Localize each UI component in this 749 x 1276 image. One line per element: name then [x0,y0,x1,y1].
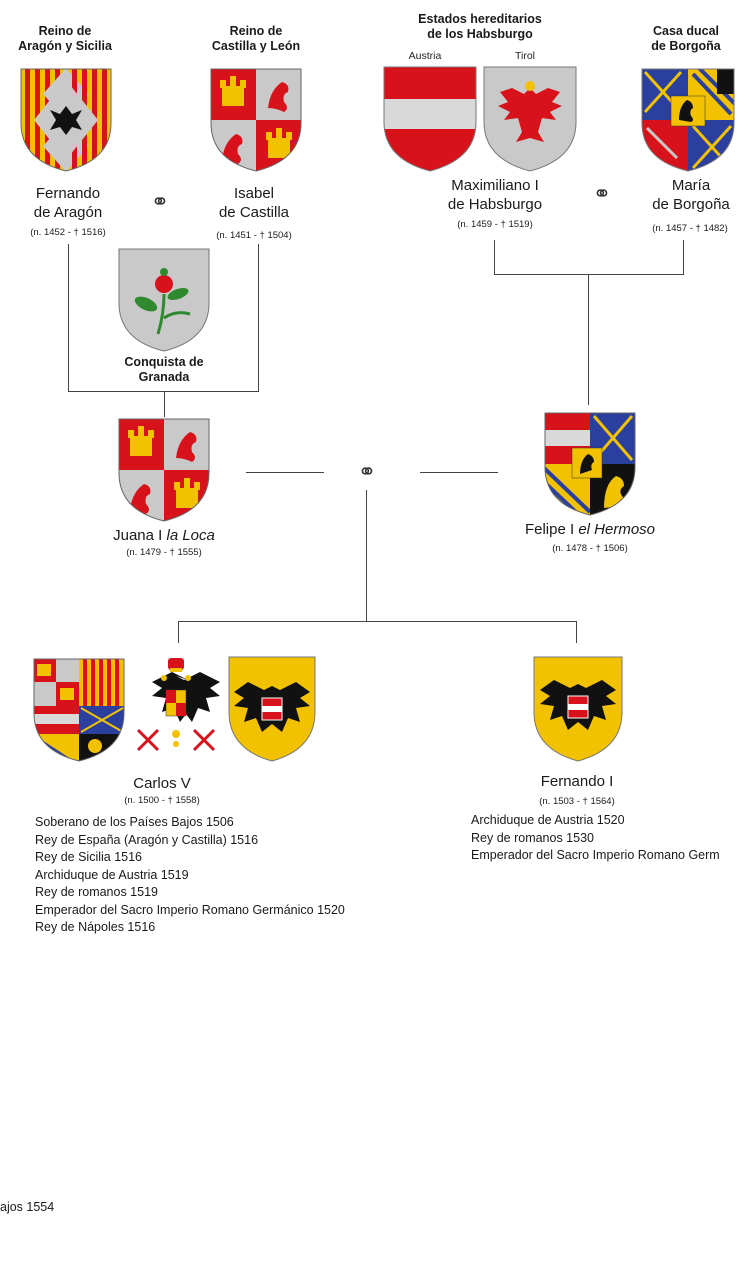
fernando-i-name: Fernando I [540,773,614,790]
line-to-fernando-i [576,621,577,643]
felipe-epithet: el Hermoso [578,521,656,538]
line-to-carlos [178,621,179,643]
marriage-symbol-habsburg-burgundy: ⚭ [592,181,612,206]
maria-borgona-dates: (n. 1457 - † 1482) [652,223,728,234]
isabel-castilla-name: Isabel de Castilla [218,185,290,221]
carlos-title: Rey de Sicilia 1516 [35,850,143,864]
line-children-join [178,621,576,622]
maximiliano-dates: (n. 1459 - † 1519) [457,219,533,230]
carlos-spain-shield [33,658,125,762]
maximiliano-name: Maximiliano I de Habsburgo [447,177,543,213]
isabel-castilla-dates: (n. 1451 - † 1504) [216,230,292,241]
aragon-sicily-shield [20,68,112,172]
carlos-empire-shield [228,656,316,762]
carlos-title: Emperador del Sacro Imperio Romano Germá… [35,902,345,917]
austria-shield [383,66,477,172]
line-felipe-marriage [420,472,498,473]
line-maximiliano-down [494,240,495,275]
line-maria-down [683,240,684,275]
fernando-i-title: Emperador del Sacro Imperio Romano Germ [471,848,720,862]
line-fernando-down [68,244,69,392]
carlos-name: Carlos V [133,775,191,792]
kingdom-aragon-sicilia-label: Reino de Aragón y Sicilia [18,24,112,53]
carlos-dates: (n. 1500 - † 1558) [124,795,200,806]
fernando-i-empire-shield [533,656,623,762]
felipe-dates: (n. 1478 - † 1506) [552,543,628,554]
juana-name: Juana I la Loca [94,526,234,545]
fernando-aragon-dates: (n. 1452 - † 1516) [30,227,106,238]
line-isabel-down [258,244,259,392]
burgundy-house-label: Casa ducal de Borgoña [651,24,721,53]
carlos-imperial-eagle [136,658,220,752]
felipe-shield [544,412,636,516]
felipe-name: Felipe I el Hermoso [505,520,675,539]
line-to-felipe [588,274,589,405]
kingdom-castilla-leon-label: Reino de Castilla y León [211,24,301,53]
marriage-symbol-juana-felipe: ⚭ [357,459,377,484]
carlos-title: Rey de romanos 1519 [35,885,158,899]
felipe-name-prefix: Felipe I [524,521,579,538]
carlos-title: Rey de España (Aragón y Castilla) 1516 [35,832,259,847]
juana-shield [118,418,210,522]
carlos-title: Archiduque de Austria 1519 [35,867,189,882]
fernando-i-titles-list: Archiduque de Austria 1520 Rey de romano… [471,812,749,865]
castilla-leon-shield [210,68,302,172]
burgundy-shield [641,68,735,172]
fernando-i-dates: (n. 1503 - † 1564) [539,796,615,807]
austria-sublabel: Austria [408,50,442,62]
maria-borgona-name: María de Borgoña [652,177,730,213]
fernando-i-title: Rey de romanos 1530 [471,830,594,845]
granada-conquest-label: Conquista de Granada [124,355,204,384]
habsburg-states-label: Estados hereditarios de los Habsburgo [418,12,542,41]
line-habsburg-join [494,274,684,275]
line-children-down [366,490,367,621]
cut-off-text: ajos 1554 [0,1200,55,1214]
line-catholic-join [68,391,259,392]
tirol-sublabel: Tirol [514,50,536,62]
juana-name-prefix: Juana I [113,527,167,544]
fernando-aragon-name: Fernando de Aragón [33,185,103,221]
carlos-titles-list: Soberano de los Países Bajos 1506 Rey de… [35,814,345,937]
carlos-title: Soberano de los Países Bajos 1506 [35,815,234,829]
granada-shield [118,248,210,352]
juana-epithet: la Loca [166,527,215,544]
tirol-shield [483,66,577,172]
fernando-i-title: Archiduque de Austria 1520 [471,813,625,827]
juana-dates: (n. 1479 - † 1555) [126,547,202,558]
line-juana-marriage [246,472,324,473]
marriage-symbol-catholic-monarchs: ⚭ [150,189,170,214]
line-to-juana [164,391,165,417]
carlos-title: Rey de Nápoles 1516 [35,920,156,934]
